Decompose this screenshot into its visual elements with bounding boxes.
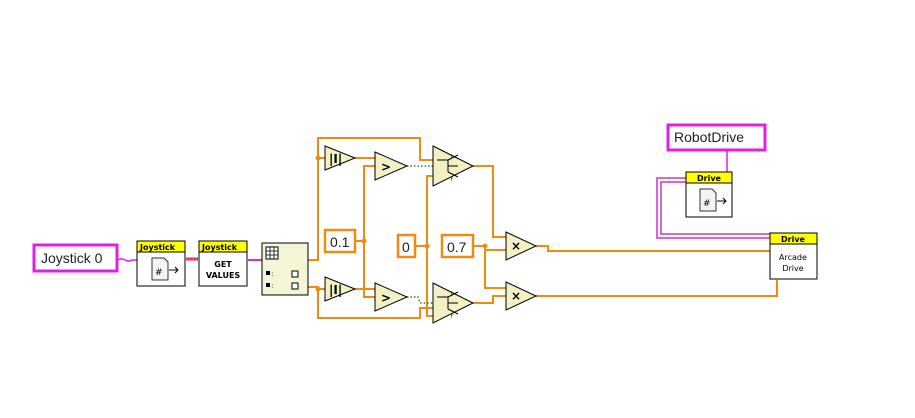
drive-open-header: Drive [697,174,722,183]
svg-text:f: f [451,177,453,183]
file-ref-icon: # [699,188,727,212]
multiply-node-1[interactable]: × [505,231,538,261]
joystick-open-vi[interactable]: Joystick # [136,240,186,287]
greater-node-1[interactable]: > [374,151,409,181]
svg-text:#: # [155,268,163,278]
svg-text::: : [271,270,273,278]
abs-label-1: |I| [329,152,342,166]
scale-value: 0.7 [447,239,467,255]
zero-value: 0 [402,239,410,255]
wire-scale-to-mul1 [473,245,506,251]
drive-arcade-header: Drive [781,235,806,244]
wire-x-top [308,137,433,261]
unbundle-node[interactable]: : : [261,242,309,296]
joystick-get-values-vi[interactable]: Joystick GET VALUES [198,240,248,287]
select-symbol-icon: t f [437,291,459,320]
boolean-wires [407,165,433,304]
wire-y-bottom [308,286,433,319]
joystick-ref-control[interactable]: Joystick 0 [32,243,119,273]
select-node-1[interactable]: t f [432,145,475,187]
wire-sel1-to-mul1 [473,165,506,238]
svg-text::: : [271,282,273,290]
scale-constant[interactable]: 0.7 [440,233,475,259]
greater-label-1: > [381,160,391,174]
joystick-open-header: Joystick [139,243,176,252]
drive-open-vi[interactable]: Drive # [685,171,733,218]
svg-text:f: f [451,314,453,320]
zero-constant[interactable]: 0 [396,233,417,259]
multiply-label-1: × [511,239,521,253]
robotdrive-ref-label: RobotDrive [674,129,744,145]
joystick-ref-label: Joystick 0 [41,250,103,266]
wire-zero-to-sel1 [415,175,433,247]
svg-text:t: t [451,154,453,160]
joystick-get-line2: VALUES [206,271,241,280]
wire-junctions [315,155,488,292]
index-array-icon: : : [265,246,299,290]
multiply-node-2[interactable]: × [505,281,538,311]
select-symbol-icon: t f [437,154,459,183]
wire-zero-to-sel2 [426,246,433,317]
deadband-constant[interactable]: 0.1 [323,228,357,254]
wire-sel2-to-mul2 [473,295,506,304]
wire-db-to-gt2 [363,241,375,298]
drive-arcade-line2: Drive [782,264,803,273]
drive-arcade-line1: Arcade [779,253,807,262]
wire-scale-to-mul2 [484,246,506,289]
wire-db-to-gt1 [355,165,375,242]
select-node-2[interactable]: t f [432,282,475,324]
drive-cluster-wire-outer [656,177,770,239]
refnum-wires [117,150,770,262]
abs-node-1[interactable]: |I| [324,145,357,171]
svg-text:t: t [451,291,453,297]
svg-text:#: # [703,199,711,209]
joystick-ref-wire [117,258,137,262]
wire-mul1-to-arcade [536,245,770,252]
deadband-value: 0.1 [330,234,350,250]
abs-node-2[interactable]: |I| [324,276,357,302]
bool-wire-2 [407,296,433,304]
multiply-label-2: × [511,289,521,303]
file-ref-icon: # [151,257,179,281]
greater-label-2: > [381,291,391,305]
drive-arcade-vi[interactable]: Drive Arcade Drive [769,232,818,280]
joystick-get-line1: GET [214,260,232,269]
drive-cluster-wire-inner [660,181,770,235]
wire-mul2-to-arcade [536,280,778,297]
robotdrive-ref-control[interactable]: RobotDrive [666,123,767,152]
greater-node-2[interactable]: > [374,282,409,312]
joystick-get-header: Joystick [201,243,238,252]
abs-label-2: |I| [329,283,342,297]
